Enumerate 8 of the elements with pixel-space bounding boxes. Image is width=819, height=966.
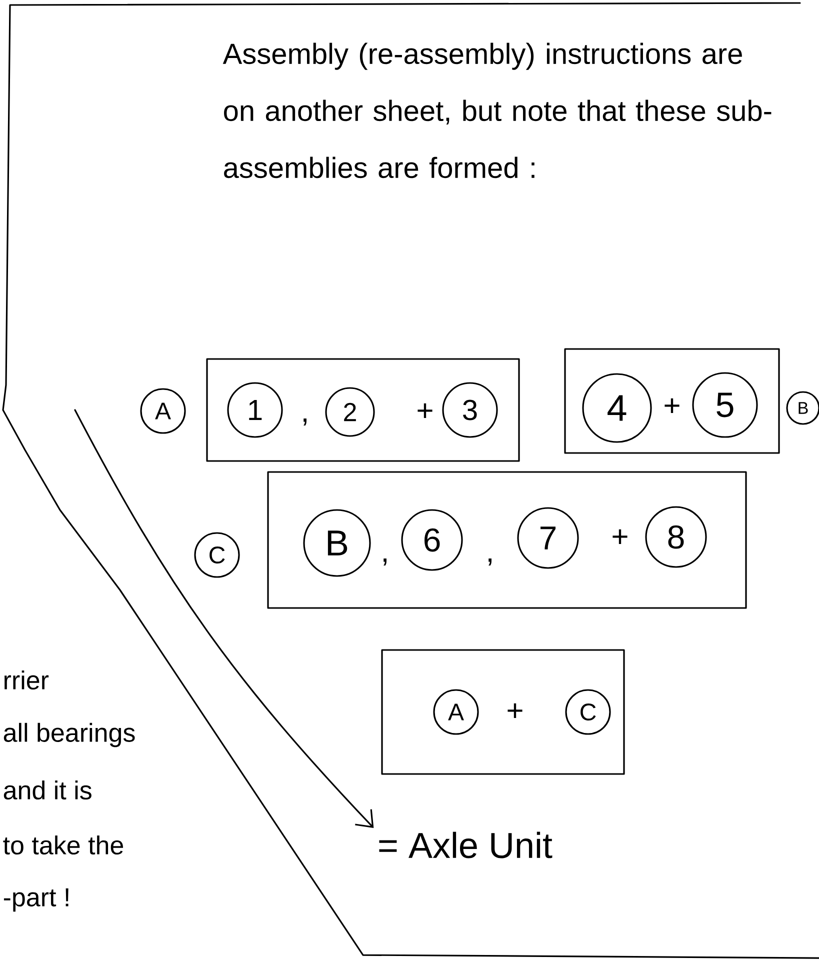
note-text: Assembly (re-assembly) instructions are on another sheet, but note that these sub-assemblies are formed : [222, 42, 772, 178]
note-text: to take the [3, 835, 124, 855]
note-text: -part ! [4, 888, 68, 912]
result-text: = Axle Unit [379, 832, 552, 858]
note-text: all bearings [4, 722, 135, 748]
arrow [74, 409, 374, 828]
note-text: rrier [4, 670, 49, 690]
note-text: and it is [4, 780, 92, 800]
